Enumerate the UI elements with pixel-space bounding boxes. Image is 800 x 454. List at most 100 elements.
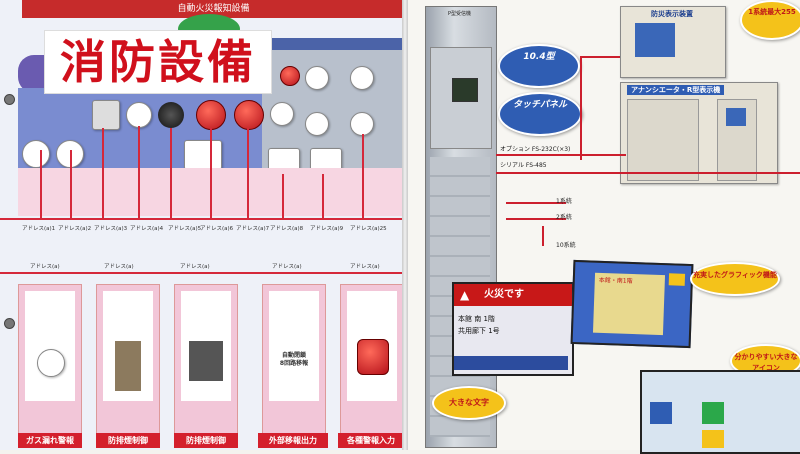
back-button-icon [668, 273, 686, 286]
address-label: アドレス(a) [104, 264, 134, 270]
annunciator-panel: アナンシエータ・R型表示機 [620, 82, 778, 184]
top-monitor: 防災表示装置 [620, 6, 726, 78]
bubble-text: タッチパネル [512, 100, 567, 110]
bus-drop [138, 126, 140, 218]
label-alarm-input: 各種警報入力 [338, 433, 404, 448]
controller-image [184, 140, 222, 170]
valve-image [357, 339, 389, 375]
smoke-detector-image [22, 140, 50, 168]
address-label: アドレス(a)8 [270, 226, 304, 232]
location-line: 共用廊下 1号 [458, 327, 500, 335]
damper-image [115, 341, 141, 391]
serial-line [496, 172, 800, 174]
smoke-control-card [96, 284, 160, 434]
address-label: アドレス(a) [180, 264, 210, 270]
alarm-bell-image [234, 100, 264, 130]
binder-hole [4, 94, 15, 105]
label-smoke-control-2: 防排煙制御 [174, 433, 238, 448]
address-label: アドレス(a)7 [236, 226, 270, 232]
annunciator-label: アナンシエータ・R型表示機 [627, 85, 725, 95]
screen-footer [454, 356, 568, 370]
address-label: アドレス(a) [30, 264, 60, 270]
bus-drop [40, 150, 42, 218]
serial-line [496, 154, 626, 156]
card-caption: 自動閉鎖 [281, 352, 306, 359]
signal-bus [0, 272, 402, 274]
device-image [92, 100, 120, 130]
badge-text: 大きな文字 [432, 386, 506, 420]
system-label: 1系統 [556, 198, 572, 205]
binder-hole [4, 318, 15, 329]
bus-drop [322, 174, 324, 218]
bubble-text: 10.4型 [523, 52, 555, 62]
bus-drop [210, 128, 212, 218]
address-label: アドレス(a)5 [168, 226, 202, 232]
address-label: アドレス(a)3 [94, 226, 128, 232]
connection-line [580, 56, 582, 160]
warning-icon [702, 430, 724, 448]
card-image [347, 291, 397, 401]
floor-tag: 本館・南1階 [598, 276, 633, 286]
address-label: アドレス(a) [272, 264, 302, 270]
address-label: アドレス(a)2 [58, 226, 92, 232]
option-label: オプション FS-232C(×3) [500, 146, 571, 153]
exit-icon [702, 402, 724, 424]
damper-image [189, 341, 223, 381]
system-label: 2系統 [556, 214, 572, 221]
top-monitor-label: 防災表示装置 [651, 10, 693, 18]
label-external-output: 外部移報出力 [258, 433, 328, 448]
section-header: 自動火災報知設備 [22, 0, 405, 18]
card-image [103, 291, 153, 401]
smoke-detector-image [270, 102, 294, 126]
card-caption: 8回路移報 [279, 360, 309, 367]
smoke-detector-image [305, 66, 329, 90]
purple-tab [18, 55, 48, 93]
annunciator-unit [627, 99, 699, 181]
bus-drop [102, 128, 104, 218]
card-image: 自動閉鎖 8回路移報 [269, 291, 319, 401]
badge-graphic: 充実したグラフィック機能 [690, 262, 780, 296]
address-label: アドレス(a)4 [130, 226, 164, 232]
bubble-touch-panel: タッチパネル [498, 92, 582, 136]
serial-label: シリアル FS-485 [500, 162, 547, 169]
bubble-screen-size: 10.4型 [498, 44, 580, 88]
heat-detector-image [126, 102, 152, 128]
floor-map-screen: 本館・南1階 [570, 259, 694, 349]
system-line [542, 226, 544, 246]
bell-image [158, 102, 184, 128]
page-title: 消防設備 [44, 30, 272, 94]
alarm-bell-image [196, 100, 226, 130]
smoke-detector-image [350, 112, 374, 136]
bus-drop [247, 128, 249, 218]
bus-drop [170, 128, 172, 218]
person-icon [650, 402, 672, 424]
r-display-screen [726, 108, 746, 126]
panel-header [262, 38, 402, 50]
address-label: アドレス(a)9 [310, 226, 344, 232]
address-label: アドレス(a) [350, 264, 380, 270]
bus-drop [70, 150, 72, 218]
system-line [506, 202, 566, 204]
system-line [506, 218, 566, 220]
system-label: 10系統 [556, 242, 576, 249]
address-label: アドレス(a)1 [22, 226, 56, 232]
flame-icon: ▲ [460, 288, 470, 302]
touch-screen [452, 78, 478, 102]
monitor-screen [635, 23, 675, 57]
alarm-input-card [340, 284, 404, 434]
fire-screen-title: 火災です [454, 284, 572, 306]
connection-line [580, 56, 620, 58]
location-line: 本館 南 1階 [458, 315, 495, 323]
smoke-detector-image [305, 112, 329, 136]
r-display-unit [717, 99, 757, 181]
smoke-detector-image [350, 66, 374, 90]
gas-leak-card [18, 284, 82, 434]
alarm-bell-image [280, 66, 300, 86]
gas-detector-image [37, 349, 65, 377]
card-image [181, 291, 231, 401]
address-label: アドレス(a)25 [350, 226, 387, 232]
corner-badge: 1系統最大255 [740, 0, 800, 40]
cabinet-label: P型受信機 [448, 11, 472, 17]
icon-menu-screen [640, 370, 800, 454]
signal-bus [0, 218, 402, 220]
